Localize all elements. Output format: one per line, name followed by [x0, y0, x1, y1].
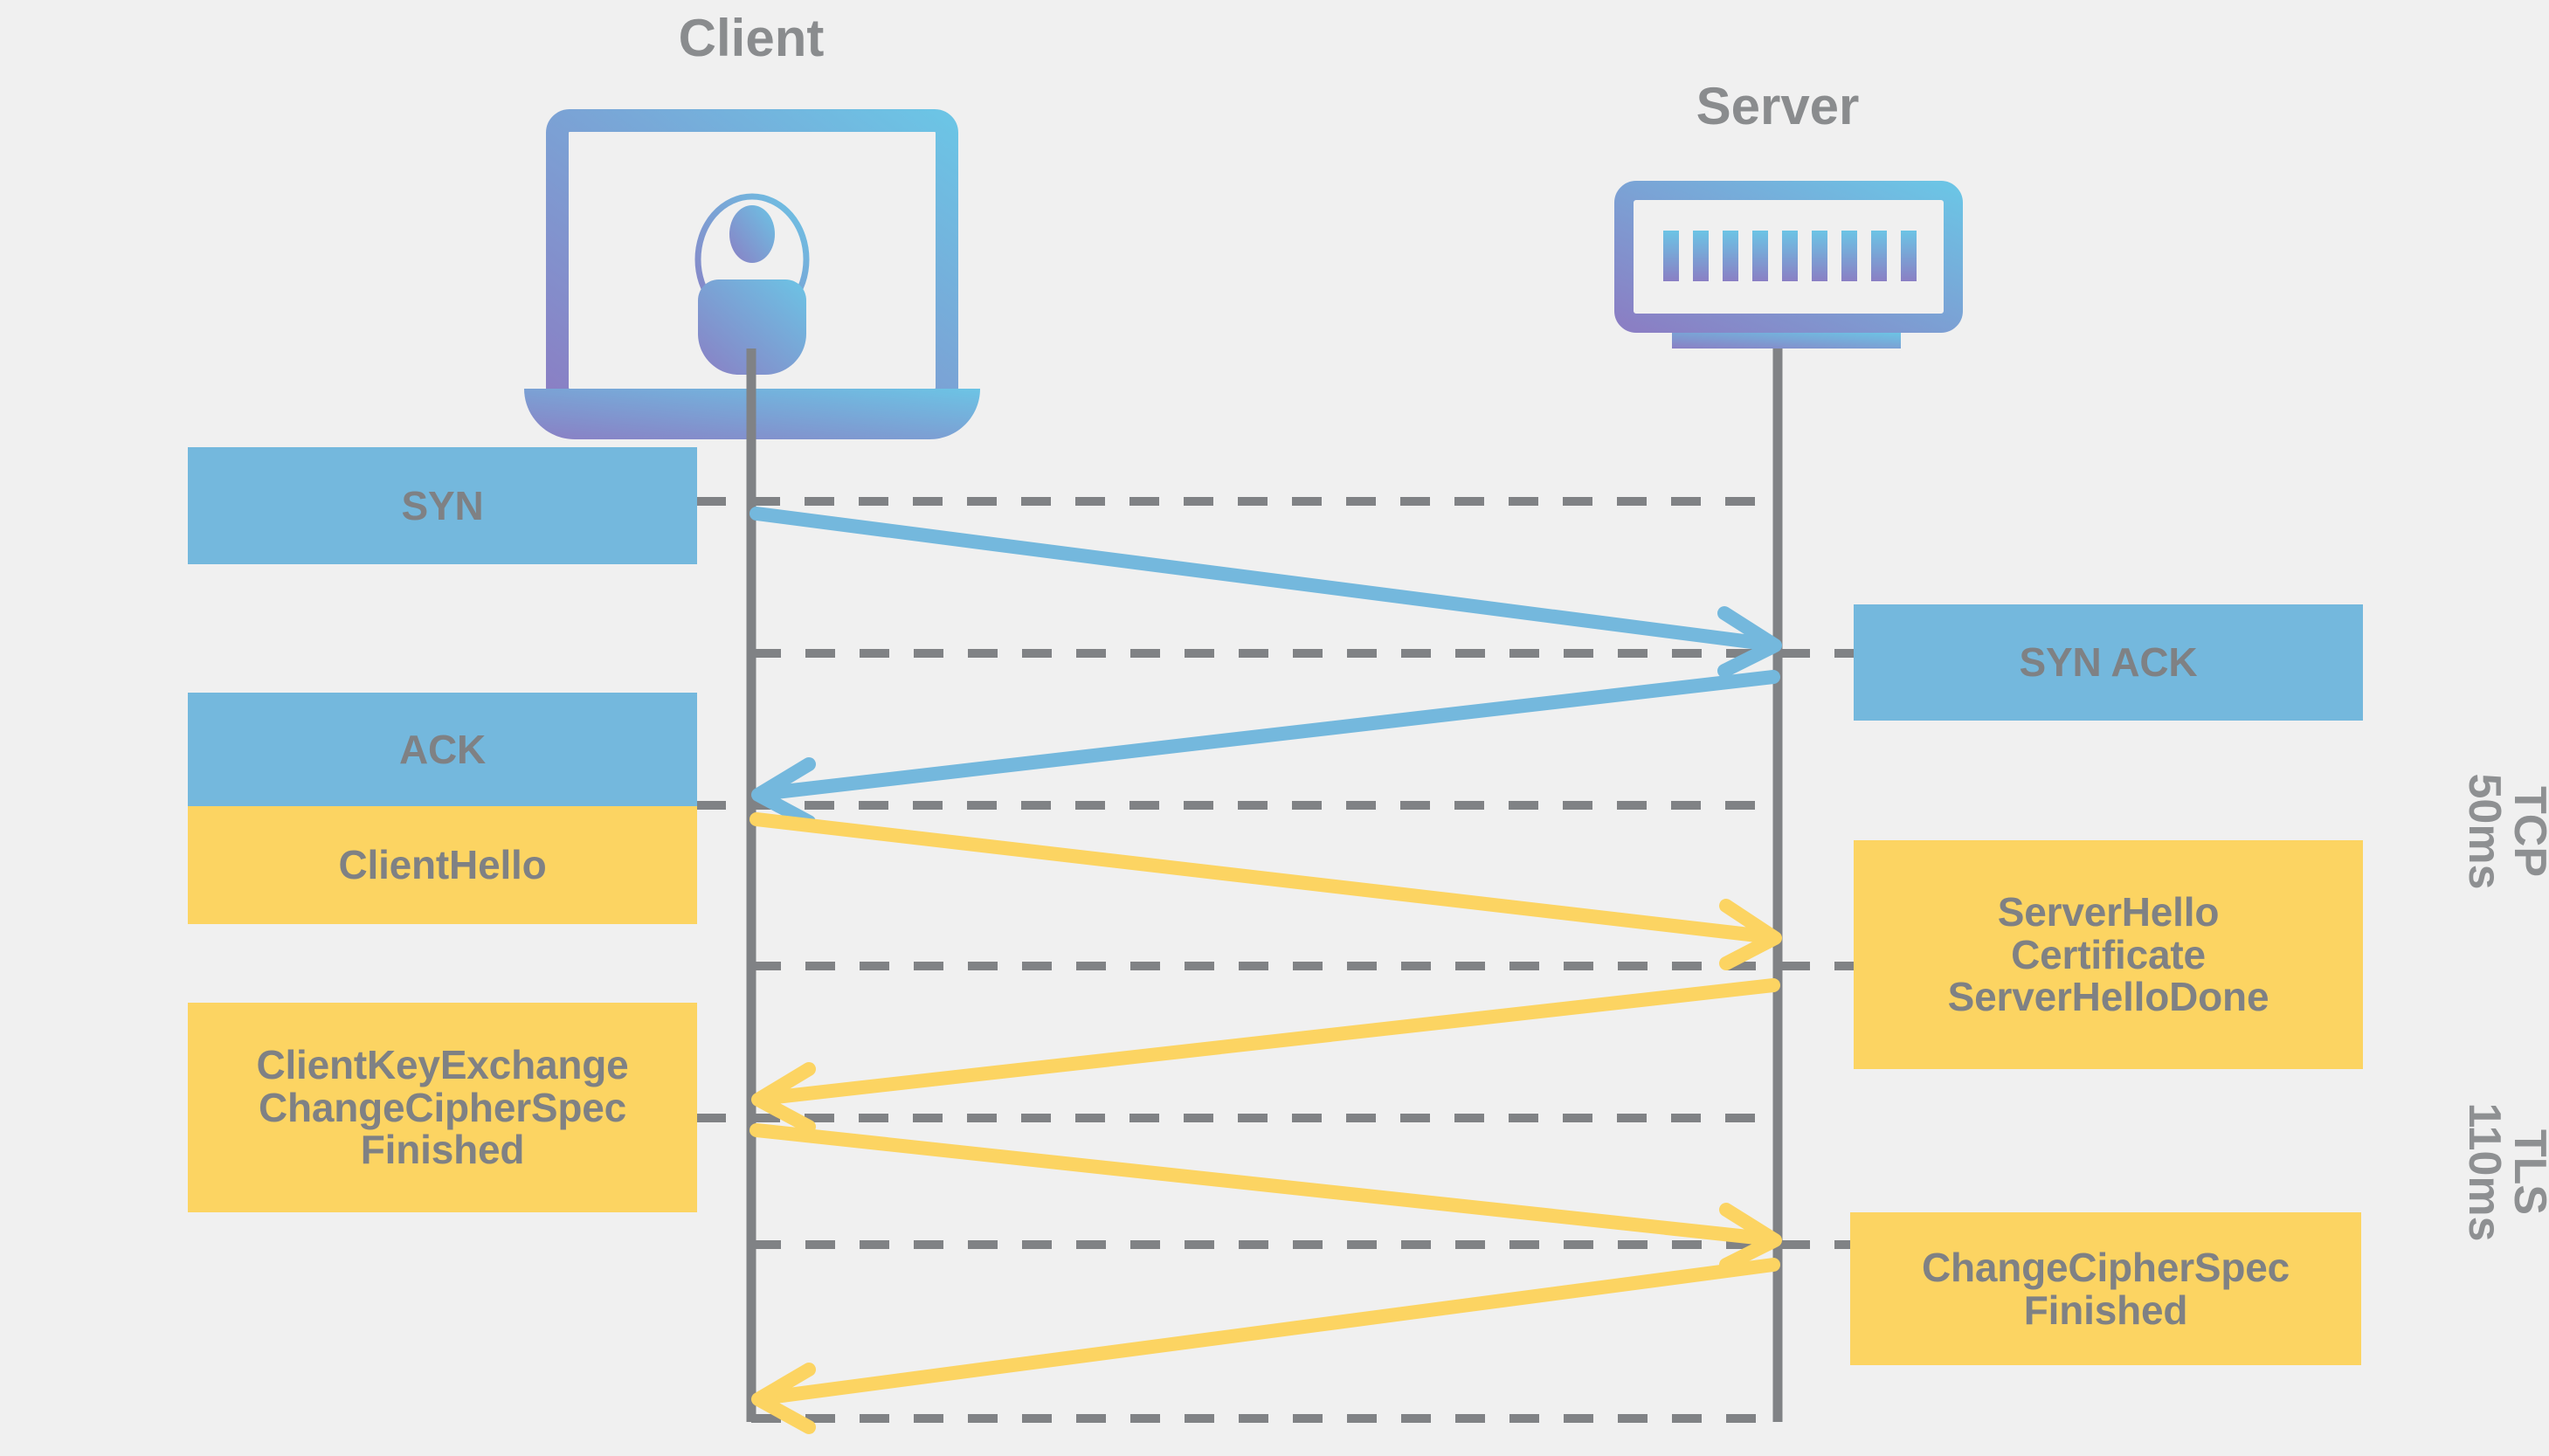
phase-label-tcp: TCP 50ms: [2459, 666, 2549, 997]
server-rack-icon: [1614, 181, 1963, 348]
phase-label-value: 50ms: [2459, 773, 2510, 890]
server-title: Server: [1696, 77, 1860, 135]
phase-label-tls: TLS 110ms: [2459, 1006, 2549, 1338]
message-box-server-hello[interactable]: ServerHello Certificate ServerHelloDone: [1854, 840, 2363, 1069]
arrow-syn-ack: [751, 670, 1780, 829]
message-box-server-change-cipher[interactable]: ChangeCipherSpec Finished: [1850, 1212, 2361, 1365]
message-line: Finished: [2023, 1287, 2188, 1333]
message-line: ClientKeyExchange: [256, 1041, 629, 1087]
arrow-syn: [750, 507, 1782, 678]
client-title: Client: [678, 9, 825, 67]
dashed-guides: [696, 497, 1854, 1423]
message-line: ServerHelloDone: [1947, 974, 2269, 1020]
message-line: ChangeCipherSpec: [258, 1084, 627, 1130]
message-line: SYN: [401, 482, 484, 528]
message-box-syn[interactable]: SYN: [188, 447, 697, 564]
message-box-syn-ack[interactable]: SYN ACK: [1854, 604, 2363, 721]
message-line: SYN ACK: [2019, 639, 2198, 686]
arrow-server-hello: [751, 978, 1780, 1134]
message-line: ACK: [398, 726, 487, 772]
message-line: Certificate: [2011, 931, 2206, 977]
arrow-client-hello: [750, 812, 1782, 970]
arrow-server-change-cipher: [751, 1258, 1780, 1434]
arrow-client-key-exchange: [750, 1123, 1782, 1272]
message-line: Finished: [360, 1127, 525, 1173]
message-line: ServerHello: [1997, 888, 2220, 935]
message-line: ChangeCipherSpec: [1921, 1244, 2290, 1290]
message-line: ClientHello: [338, 842, 547, 888]
phase-label-name: TCP: [2504, 786, 2549, 877]
message-box-ack[interactable]: ACK: [188, 693, 697, 806]
message-box-client-key-exchange[interactable]: ClientKeyExchange ChangeCipherSpec Finis…: [188, 1003, 697, 1212]
message-box-client-hello[interactable]: ClientHello: [188, 806, 697, 924]
phase-label-name: TLS: [2504, 1128, 2549, 1216]
phase-label-value: 110ms: [2459, 1102, 2510, 1242]
